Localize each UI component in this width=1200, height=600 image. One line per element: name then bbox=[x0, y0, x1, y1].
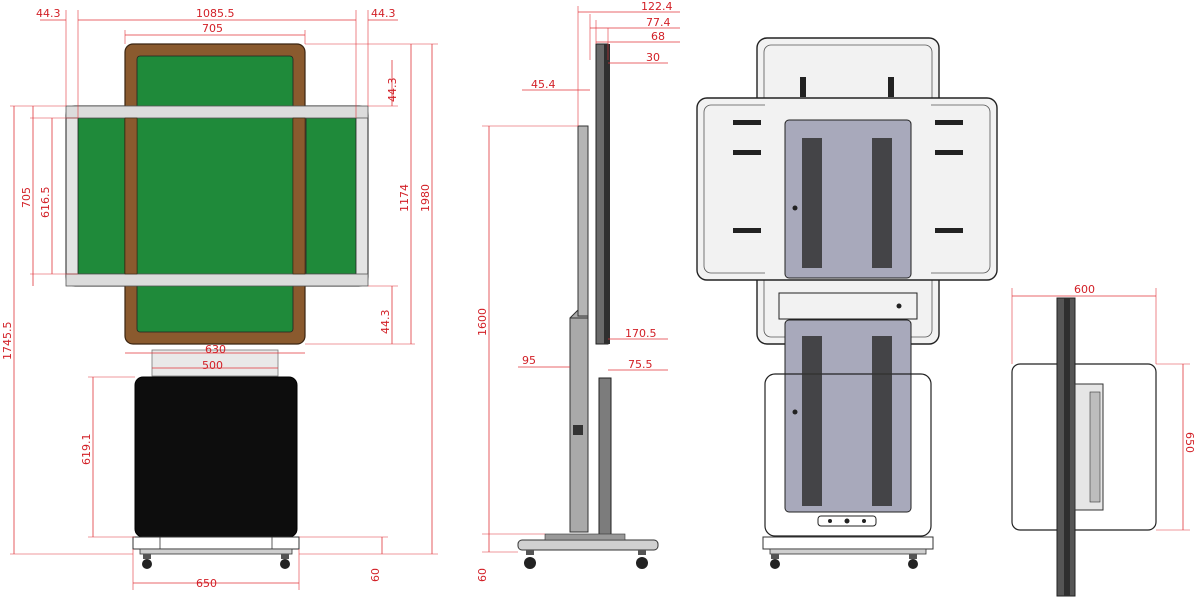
caster-wheel bbox=[770, 554, 780, 569]
dim-top-width: 600 bbox=[1074, 283, 1095, 296]
side-base bbox=[517, 539, 659, 551]
cabinet bbox=[134, 376, 298, 538]
dim-top-left: 44.3 bbox=[36, 7, 61, 20]
dim-122: 122.4 bbox=[641, 0, 673, 13]
landscape-bezel-bottom bbox=[65, 273, 369, 287]
dim-side-base: 60 bbox=[476, 568, 489, 582]
dim-right-upper: 44.3 bbox=[386, 78, 399, 103]
front-dimension-lines bbox=[10, 10, 438, 590]
panel-vent-columns bbox=[802, 138, 892, 506]
dim-95: 95 bbox=[522, 354, 536, 367]
dim-77: 77.4 bbox=[646, 16, 671, 29]
dim-base-height: 60 bbox=[369, 568, 382, 582]
top-view: 600 650 bbox=[1011, 283, 1196, 597]
dim-cabinet-height: 619.1 bbox=[80, 434, 93, 466]
dim-base-width: 650 bbox=[196, 577, 217, 590]
dim-75: 75.5 bbox=[628, 358, 653, 371]
caster-wheel bbox=[280, 554, 290, 569]
back-view bbox=[696, 37, 998, 569]
dim-plate-630: 630 bbox=[205, 343, 226, 356]
dim-170: 170.5 bbox=[625, 327, 657, 340]
portrait-bezel-right bbox=[292, 117, 306, 275]
caster-wheel bbox=[524, 550, 536, 569]
dim-right-lower: 44.3 bbox=[379, 310, 392, 335]
back-vents bbox=[733, 77, 963, 233]
dim-left-mid: 705 bbox=[20, 187, 33, 208]
column-button bbox=[573, 425, 583, 435]
dim-top-depth: 650 bbox=[1183, 432, 1196, 453]
portrait-bezel-left bbox=[124, 117, 138, 275]
dim-45: 45.4 bbox=[531, 78, 556, 91]
dim-top-right: 44.3 bbox=[371, 7, 396, 20]
landscape-bezel-top bbox=[65, 105, 369, 119]
base-frame bbox=[132, 536, 300, 550]
cabinet-profile bbox=[598, 377, 612, 537]
caster-wheel bbox=[142, 554, 152, 569]
side-dimension-lines bbox=[482, 6, 680, 553]
dim-right-1174: 1174 bbox=[398, 184, 411, 212]
side-view: 122.4 77.4 68 30 45.4 1600 170.5 95 75.5… bbox=[476, 0, 680, 582]
dim-68: 68 bbox=[651, 30, 665, 43]
back-bracket bbox=[778, 292, 918, 320]
dim-screen-width: 705 bbox=[202, 22, 223, 35]
dim-1600: 1600 bbox=[476, 308, 489, 336]
dim-top-total: 1085.5 bbox=[196, 7, 235, 20]
back-base bbox=[762, 536, 934, 550]
caster-wheel bbox=[636, 550, 648, 569]
dim-left-outer: 1745.5 bbox=[1, 322, 14, 361]
dim-30: 30 bbox=[646, 51, 660, 64]
portrait-screen bbox=[136, 55, 294, 333]
dim-plate-500: 500 bbox=[202, 359, 223, 372]
landscape-screen-left bbox=[77, 117, 129, 275]
front-view: 44.3 1085.5 44.3 705 44.3 1745.5 705 616… bbox=[1, 7, 438, 590]
mount-plate bbox=[151, 349, 279, 377]
dim-left-inner: 616.5 bbox=[39, 187, 52, 219]
top-dimension-lines bbox=[1011, 288, 1190, 531]
base-bar bbox=[139, 548, 293, 555]
landscape-screen-right bbox=[305, 117, 357, 275]
caster-wheel bbox=[908, 554, 918, 569]
dim-right-1980: 1980 bbox=[419, 184, 432, 212]
